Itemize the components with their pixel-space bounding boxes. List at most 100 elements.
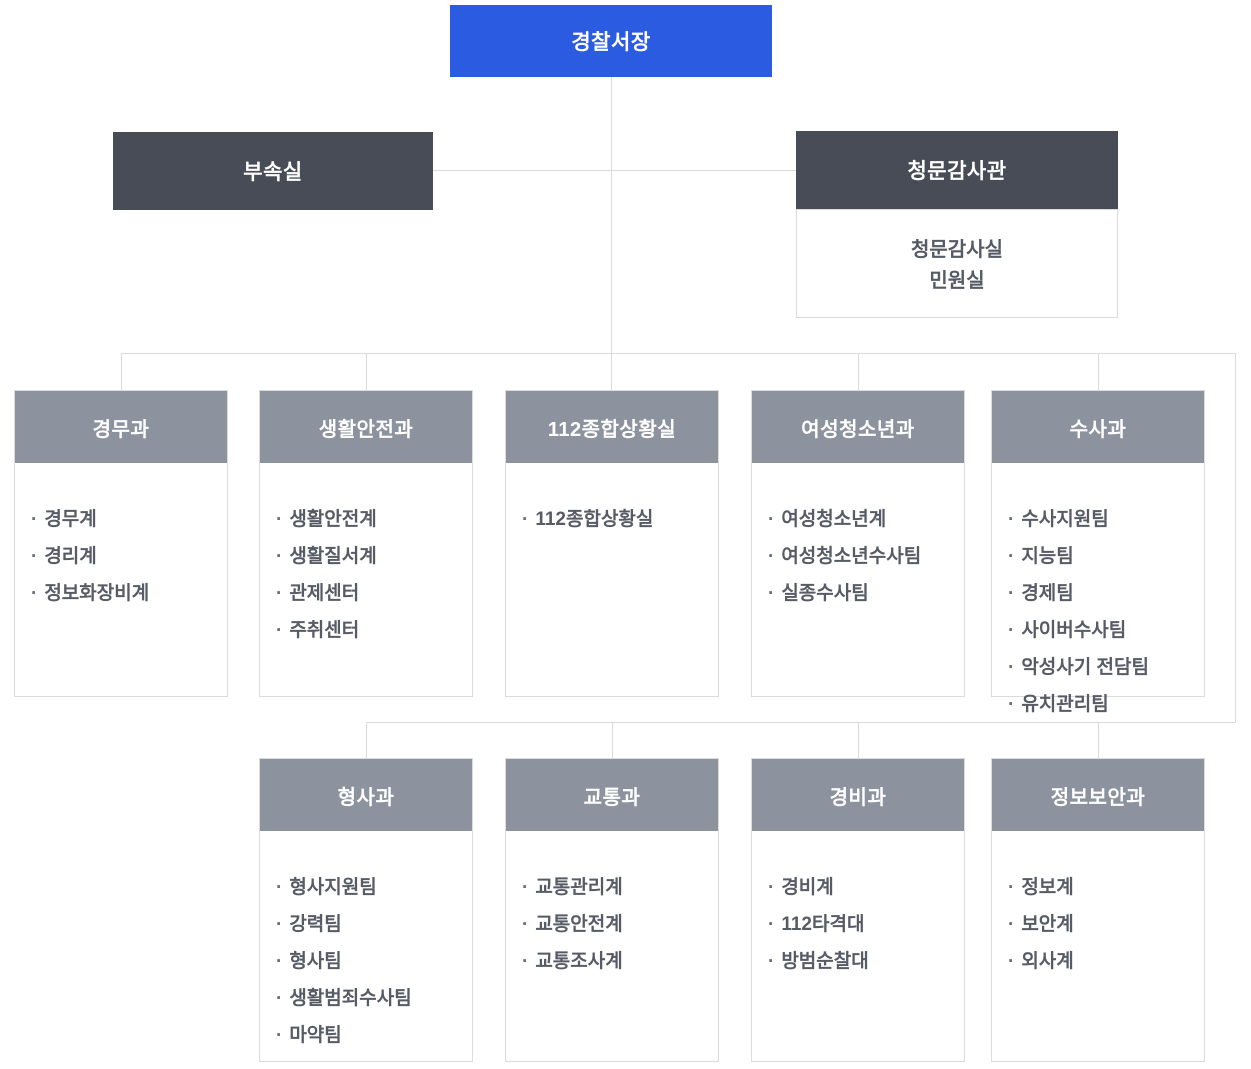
list-item: · 강력팀 [276,906,464,943]
list-item-label: 유치관리팀 [1021,694,1109,715]
list-item-label: 관제센터 [289,583,360,604]
list-item: ·112종합상황실 [522,501,710,538]
dept-list: · 수사지원팀 ·지능팀 · 경제팀 · 사이버수사팀 · 악성사기 전담팀 · 유치관리팀 [992,463,1204,723]
annex-title: 부속실 [243,161,303,184]
bullet-dot: · [31,546,38,567]
list-item-label: 보안계 [1021,914,1074,935]
list-item: · 112타격대 [768,906,956,943]
org-box-chief: 경찰서장 [450,5,772,77]
list-item-label: 교통관리계 [535,877,623,898]
list-item-label: 사이버수사팀 [1021,620,1127,641]
connector-line [611,77,612,390]
dept-header: 여성청소년과 [752,391,964,463]
list-item-label: 강력팀 [289,914,342,935]
bullet-dot: · [768,583,775,604]
dept-header: 생활안전과 [260,391,472,463]
dept-header: 경비과 [752,759,964,831]
bullet-dot: · [1008,694,1015,715]
bullet-dot: · [522,951,529,972]
dept-list: ·생활안전계·생활질서계·관제센터·주취센터 [260,463,472,649]
list-item: ·실종수사팀 [768,575,956,612]
list-item-label: 교통조사계 [535,951,623,972]
connector-line [1098,722,1099,759]
audit-sub-item: 청문감사실 [911,239,1003,261]
list-item: · 경제팀 [1008,575,1196,612]
list-item-label: 형사팀 [289,951,342,972]
list-item-label: 수사지원팀 [1021,509,1109,530]
bullet-dot: · [1008,914,1015,935]
bullet-dot: · [276,1025,283,1046]
list-item-label: 여성청소년수사팀 [781,546,922,567]
list-item: ·여성청소년계 [768,501,956,538]
bullet-dot: · [768,914,775,935]
connector-line [121,353,1235,354]
list-item: ·여성청소년수사팀 [768,538,956,575]
dept-list: ·경비계·112타격대·방범순찰대 [752,831,964,980]
list-item-label: 경비계 [781,877,834,898]
list-item: ·정보계 [1008,869,1196,906]
bullet-dot: · [31,583,38,604]
dept-list: ·경무계·경리계·정보화장비계 [15,463,227,612]
connector-line [366,722,1236,723]
list-item-label: 악성사기 전담팀 [1021,657,1149,678]
list-item: · 형사팀 [276,943,464,980]
dept-list: ·여성청소년계·여성청소년수사팀·실종수사팀 [752,463,964,612]
list-item: ·지능팀 [1008,538,1196,575]
dept-box-gyotong: 교통과 ·교통관리계·교통안전계·교통조사계 [505,758,719,1062]
list-item: ·외사계 [1008,943,1196,980]
list-item-label: 마약팀 [289,1025,342,1046]
bullet-dot: · [276,877,283,898]
dept-list: ·형사지원팀·강력팀·형사팀·생활범죄수사팀·마약팀 [260,831,472,1054]
connector-line [858,722,859,759]
list-item: ·관제센터 [276,575,464,612]
org-box-audit: 청문감사관 [796,131,1118,209]
list-item: ·경비계 [768,869,956,906]
list-item-label: 경무계 [44,509,97,530]
audit-sub-box: 청문감사실 민원실 [796,209,1118,318]
list-item-label: 형사지원팀 [289,877,377,898]
bullet-dot: · [522,877,529,898]
dept-header: 수사과 [992,391,1204,463]
bullet-dot: · [1008,877,1015,898]
chief-title: 경찰서장 [571,31,651,54]
bullet-dot: · [276,620,283,641]
list-item-label: 경제팀 [1021,583,1074,604]
list-item-label: 생활범죄수사팀 [289,988,412,1009]
connector-line [366,722,367,759]
list-item: ·방범순찰대 [768,943,956,980]
dept-header: 112종합상황실 [506,391,718,463]
bullet-dot: · [522,914,529,935]
bullet-dot: · [1008,620,1015,641]
bullet-dot: · [276,951,283,972]
list-item: ·생활안전계 [276,501,464,538]
dept-header: 교통과 [506,759,718,831]
list-item: · 주취센터 [276,612,464,649]
dept-box-hyeongsa: 형사과 ·형사지원팀·강력팀·형사팀·생활범죄수사팀·마약팀 [259,758,473,1062]
bullet-dot: · [1008,951,1015,972]
list-item: ·교통안전계 [522,906,710,943]
list-item: · 교통관리계 [522,869,710,906]
bullet-dot: · [768,951,775,972]
dept-box-112-situation-room: 112종합상황실 ·112종합상황실 [505,390,719,697]
audit-sub-item: 민원실 [929,270,985,292]
bullet-dot: · [1008,657,1015,678]
dept-header: 형사과 [260,759,472,831]
connector-line [858,353,859,391]
list-item-label: 주취센터 [289,620,360,641]
connector-line [121,353,122,391]
connector-line [433,170,796,171]
dept-list: ·교통관리계·교통안전계·교통조사계 [506,831,718,980]
list-item-label: 여성청소년계 [781,509,887,530]
bullet-dot: · [276,546,283,567]
dept-header: 정보보안과 [992,759,1204,831]
dept-header: 경무과 [15,391,227,463]
dept-box-susa: 수사과 · 수사지원팀 ·지능팀 · 경제팀 · 사이버수사팀 · 악성사기 전담팀 · 유치관리팀 [991,390,1205,715]
bullet-dot: · [276,914,283,935]
list-item: · 교통조사계 [522,943,710,980]
list-item-label: 112타격대 [781,914,865,935]
list-item: · 유치관리팀 [1008,686,1196,723]
connector-line [366,353,367,391]
bullet-dot: · [1008,509,1015,530]
bullet-dot: · [1008,583,1015,604]
